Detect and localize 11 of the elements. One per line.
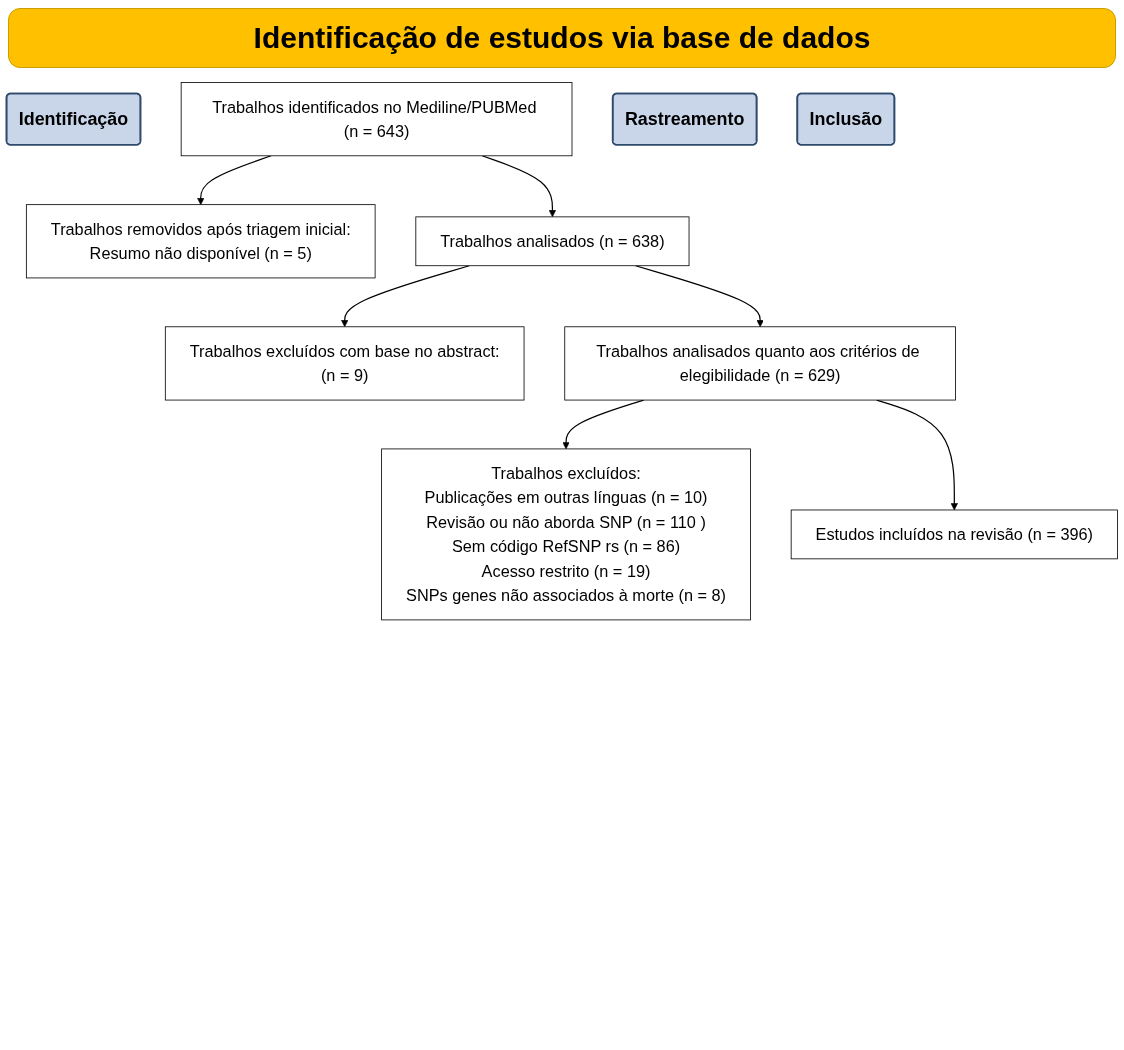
arrow — [481, 155, 556, 218]
node-box: Trabalhos removidos após triagem inicial: Resumo não disponível (n = 5) — [25, 204, 376, 279]
node-box: Trabalhos analisados quanto aos critérios de elegibilidade (n = 629) — [564, 326, 956, 401]
arrow — [341, 265, 470, 328]
node-box: Estudos incluídos na revisão (n = 396) — [790, 509, 1118, 560]
node-box: Trabalhos excluídos: Publicações em outras línguas (n = 10) Revisão ou não aborda SNP (n = 110 ) Sem código RefSNP rs (n = 86) Acesso restrito (n = 19) SNPs genes não associados à morte (n = 8) — [381, 448, 751, 621]
node-box: Trabalhos excluídos com base no abstract: (n = 9) — [164, 326, 525, 401]
node-box: Trabalhos analisados (n = 638) — [415, 216, 690, 267]
arrow — [197, 155, 272, 205]
title-banner: Identificação de estudos via base de dados — [8, 8, 1116, 68]
node-box: Trabalhos identificados no Mediline/PUBMed (n = 643) — [180, 82, 573, 157]
